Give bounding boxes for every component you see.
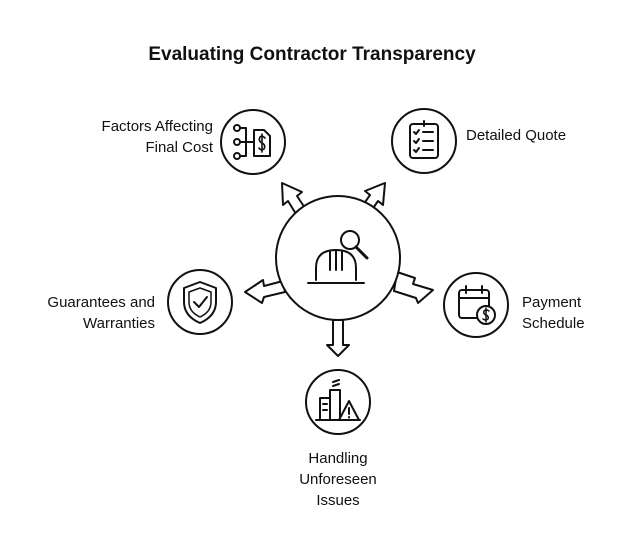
calendar-dollar-icon xyxy=(458,285,496,325)
node-guarantees xyxy=(167,269,233,335)
label-quote: Detailed Quote xyxy=(466,127,567,144)
node-unforeseen xyxy=(305,369,371,435)
arrow-to-factors xyxy=(281,182,306,215)
arrow-to-guarantees xyxy=(244,279,286,304)
arrow-to-unforeseen xyxy=(326,319,350,357)
arrow-to-payment xyxy=(393,271,434,304)
arrows xyxy=(244,182,434,357)
hardhat-magnifier-icon xyxy=(307,230,369,284)
center-hub xyxy=(275,195,401,321)
node-quote xyxy=(391,108,457,174)
building-warning-icon xyxy=(315,379,361,421)
label-guarantees: Guarantees and Warranties xyxy=(47,294,155,332)
diagram-title: Evaluating Contractor Transparency xyxy=(148,44,476,65)
shield-check-icon xyxy=(183,281,217,324)
flowchart-dollar-document-icon xyxy=(233,124,271,160)
label-unforeseen: Handling Unforeseen Issues xyxy=(299,450,377,509)
checklist-icon xyxy=(409,120,439,159)
label-factors: Factors Affecting Final Cost xyxy=(101,118,213,156)
label-payment: Payment Schedule xyxy=(522,294,585,332)
node-payment xyxy=(443,272,509,338)
node-factors xyxy=(220,109,286,175)
